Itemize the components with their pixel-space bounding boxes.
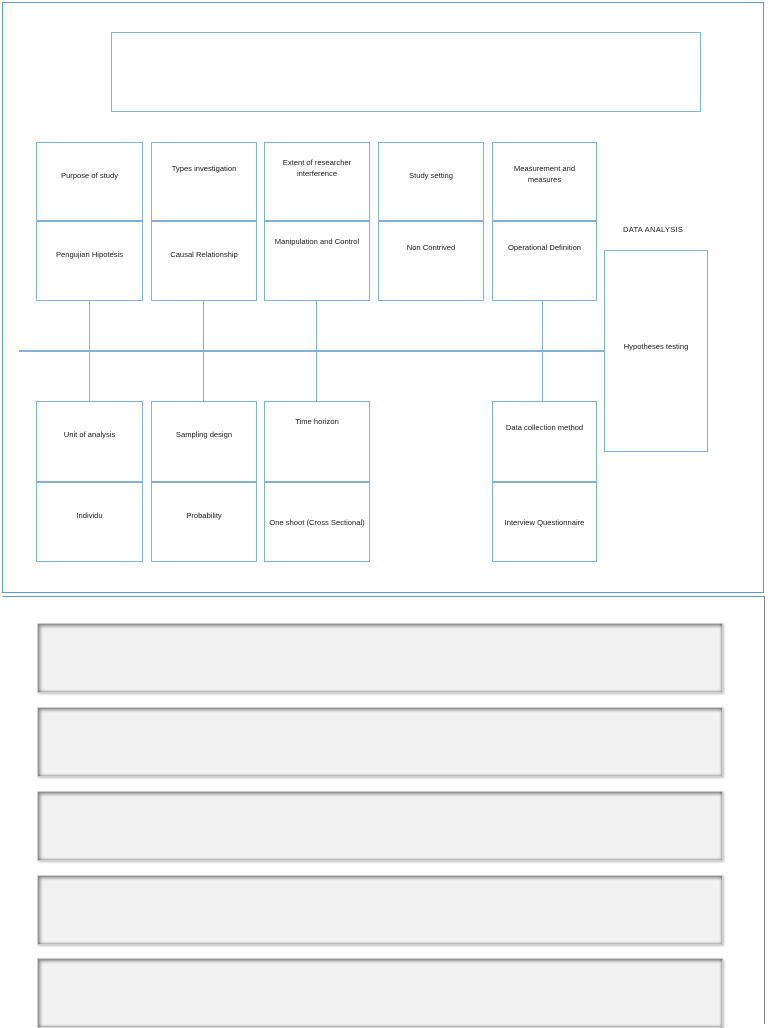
box-measurement-and-measures: Measurement and measures [492,142,597,221]
box-heading-text: Types investigation [171,164,237,173]
box-heading-text: Data collection method [505,423,584,432]
data-analysis-label-text: DATA ANALYSIS [623,225,684,234]
box-value-text: Individu [76,511,103,520]
box-value-text: Causal Relationship [170,250,238,259]
connector-col5-top [542,300,543,353]
diagram-spine [19,350,605,352]
box-manipulation-and-control: Manipulation and Control [264,221,370,301]
connector-col3-bottom [316,351,317,401]
box-individu: Individu [36,482,143,562]
box-interview-questionnaire: Interview Questionnaire [492,482,597,562]
box-heading-text: Time horizon [295,417,339,426]
box-purpose-of-study: Purpose of study [36,142,143,221]
research-design-diagram: Purpose of study Types investigation Ext… [3,3,765,594]
page-two [2,596,765,1028]
data-analysis-label: DATA ANALYSIS [623,225,683,234]
placeholder-bar[interactable] [37,707,723,777]
box-heading-text: Purpose of study [61,171,118,180]
page-one: Purpose of study Types investigation Ext… [2,2,764,593]
box-time-horizon: Time horizon [264,401,370,482]
placeholder-bar[interactable] [37,958,723,1028]
box-heading-text: Measurement and measures [513,164,576,185]
box-hypotheses-testing: Hypotheses testing [604,250,708,452]
box-sampling-design: Sampling design [151,401,257,482]
connector-col5-bottom [542,351,543,401]
box-value-text: Interview Questionnaire [504,518,585,527]
box-value-text: Operational Definition [507,243,582,252]
box-heading-text: Unit of analysis [63,430,116,439]
box-heading-text: Extent of researcher interference [282,158,352,179]
box-non-contrived: Non Contrived [378,221,484,301]
diagram-title-box [111,32,701,112]
connector-col1-bottom [89,351,90,401]
connector-col3-top [316,300,317,353]
box-value-text: Manipulation and Control [274,237,360,246]
box-study-setting: Study setting [378,142,484,221]
placeholder-bar[interactable] [37,875,723,945]
box-value-text: One shoot (Cross Sectional) [269,518,365,527]
box-data-collection-method: Data collection method [492,401,597,482]
box-unit-of-analysis: Unit of analysis [36,401,143,482]
box-pengujian-hipotesis: Pengujian Hipotesis [36,221,143,301]
box-heading-text: Study setting [409,171,453,180]
placeholder-bar[interactable] [37,791,723,861]
box-types-investigation: Types investigation [151,142,257,221]
box-probability: Probability [151,482,257,562]
box-value-text: Probability [186,511,222,520]
box-heading-text: Sampling design [175,430,233,439]
box-value-text: Non Contrived [406,243,456,252]
connector-col2-top [203,300,204,353]
box-value-text: Hypotheses testing [623,342,689,351]
connector-col2-bottom [203,351,204,401]
connector-col1-top [89,300,90,353]
box-value-text: Pengujian Hipotesis [55,250,124,259]
placeholder-bar[interactable] [37,623,723,693]
box-one-shoot-cross-sectional: One shoot (Cross Sectional) [264,482,370,562]
box-extent-of-researcher-interference: Extent of researcher interference [264,142,370,221]
box-causal-relationship: Causal Relationship [151,221,257,301]
box-operational-definition: Operational Definition [492,221,597,301]
